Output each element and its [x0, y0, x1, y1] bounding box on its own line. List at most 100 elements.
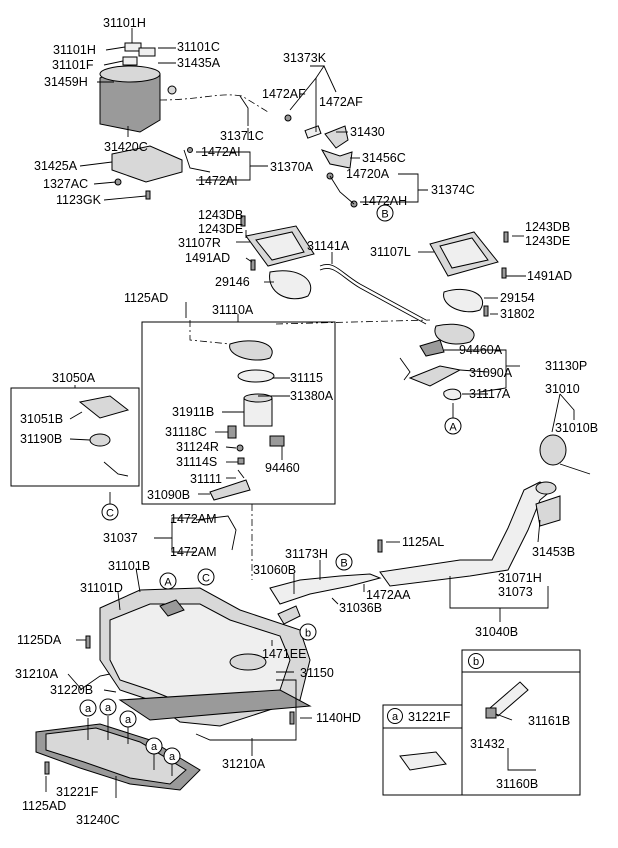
label-31101h-top: 31101H [103, 16, 146, 30]
label-31060b: 31060B [253, 563, 296, 577]
label-1472af-b: 1472AF [319, 95, 363, 109]
callout-a-tank: A [159, 572, 177, 590]
label-1472ah: 1472AH [362, 194, 407, 208]
callout-b-hose: b [299, 623, 317, 641]
label-31114s: 31114S [176, 455, 217, 469]
svg-text:a: a [151, 741, 158, 753]
label-31374c: 31374C [431, 183, 475, 197]
under-cover-inner [45, 727, 187, 785]
label-31425a: 31425A [34, 159, 78, 173]
label-1472ai-b: 1472AI [198, 174, 238, 188]
callout-a-sender: A [444, 417, 462, 435]
label-31435a: 31435A [177, 56, 221, 70]
vapor-hose-dash [159, 94, 269, 113]
svg-text:B: B [381, 209, 388, 221]
sender-top-31130p [434, 323, 475, 345]
label-31373k: 31373K [283, 51, 327, 65]
clamp-31432 [485, 707, 497, 719]
bolt-1125ad-b [44, 761, 50, 775]
label-31370a: 31370A [270, 160, 314, 174]
strap-31210a-left [79, 673, 111, 691]
callout-b-box: b [468, 653, 484, 669]
canister-top [99, 65, 161, 83]
tank-shield-31220b [118, 689, 312, 721]
label-31173h: 31173H [285, 547, 328, 561]
label-31036b: 31036B [339, 601, 382, 615]
dash-line-pump [189, 320, 231, 345]
label-31371c: 31371C [220, 129, 264, 143]
label-31130p: 31130P [545, 359, 587, 373]
seal-31190b [89, 433, 111, 447]
label-31090b: 31090B [147, 488, 190, 502]
label-31051b: 31051B [20, 412, 63, 426]
bracket-31425a [111, 145, 183, 183]
label-31210a-b: 31210A [222, 757, 266, 771]
label-31037: 31037 [103, 531, 138, 545]
label-1243de-b: 1243DE [525, 234, 570, 248]
label-1472am-b: 1472AM [170, 545, 217, 559]
part-labels: 31101H 31101H 31101C 31101F 31435A 31459… [15, 16, 598, 827]
label-31911b: 31911B [172, 405, 214, 419]
pad-31101f [122, 56, 138, 66]
valve-31430 [324, 125, 349, 149]
dash-line-flange [275, 319, 431, 325]
pump-top [243, 393, 273, 403]
label-31010b: 31010B [555, 421, 598, 435]
cover-31051b [78, 395, 130, 419]
cover-31107l-inner [439, 237, 489, 269]
valve-31435a [167, 85, 177, 95]
label-1491ad-b: 1491AD [527, 269, 572, 283]
wire-31050a [103, 461, 129, 477]
svg-text:a: a [392, 711, 399, 723]
filler-neck-31040b [269, 481, 561, 625]
label-31101b: 31101B [108, 559, 150, 573]
hose-31374c [329, 175, 355, 205]
label-31160b: 31160B [496, 777, 538, 791]
pump-module-31911b [243, 397, 273, 427]
hose-31037 [195, 515, 237, 551]
filler-cap-31010b [539, 434, 567, 466]
inset-box-b [461, 649, 581, 796]
seal-31124r [236, 444, 244, 452]
filter-31114s [237, 457, 245, 465]
connector-31111 [237, 469, 245, 479]
bolt-1125al [377, 539, 383, 553]
frame-31110a [141, 321, 336, 505]
label-31040b: 31040B [475, 625, 518, 639]
cap-tether [559, 463, 591, 475]
screw-31802 [483, 305, 489, 317]
svg-text:a: a [105, 702, 112, 714]
label-31420c: 31420C [104, 140, 148, 154]
float-31090a [408, 365, 462, 387]
label-29146: 29146 [215, 275, 250, 289]
hose-31371c [239, 95, 249, 126]
ring-31115 [237, 369, 275, 383]
label-1471ee: 1471EE [262, 647, 306, 661]
callouts: B A C A C B b a [79, 204, 484, 765]
clamp-1472ai-a [187, 147, 193, 153]
label-1472af-a: 1472AF [262, 87, 306, 101]
label-31141a: 31141A [307, 239, 350, 253]
svg-text:a: a [125, 714, 132, 726]
label-1491ad-a: 1491AD [185, 251, 230, 265]
frame-31160b [461, 649, 581, 796]
label-31210a-a: 31210A [15, 667, 59, 681]
vapor-valve-group [304, 125, 358, 208]
label-31110a: 31110A [212, 303, 254, 317]
label-31430: 31430 [350, 125, 385, 139]
tank-pump-opening [229, 653, 267, 671]
label-1243db-b: 1243DB [525, 220, 570, 234]
svg-text:a: a [85, 703, 92, 715]
ring-31117a [443, 388, 462, 401]
screw-1491ad-a [250, 259, 256, 271]
label-31101c: 31101C [177, 40, 220, 54]
label-31101f: 31101F [52, 58, 94, 72]
svg-text:C: C [202, 573, 210, 585]
label-31118c: 31118C [165, 425, 207, 439]
callout-a-1: a [79, 699, 97, 717]
label-31117a: 31117A [469, 387, 511, 401]
sender-94460a [419, 339, 445, 357]
hose-31060b [277, 605, 301, 625]
callout-b-top: B [376, 204, 394, 222]
